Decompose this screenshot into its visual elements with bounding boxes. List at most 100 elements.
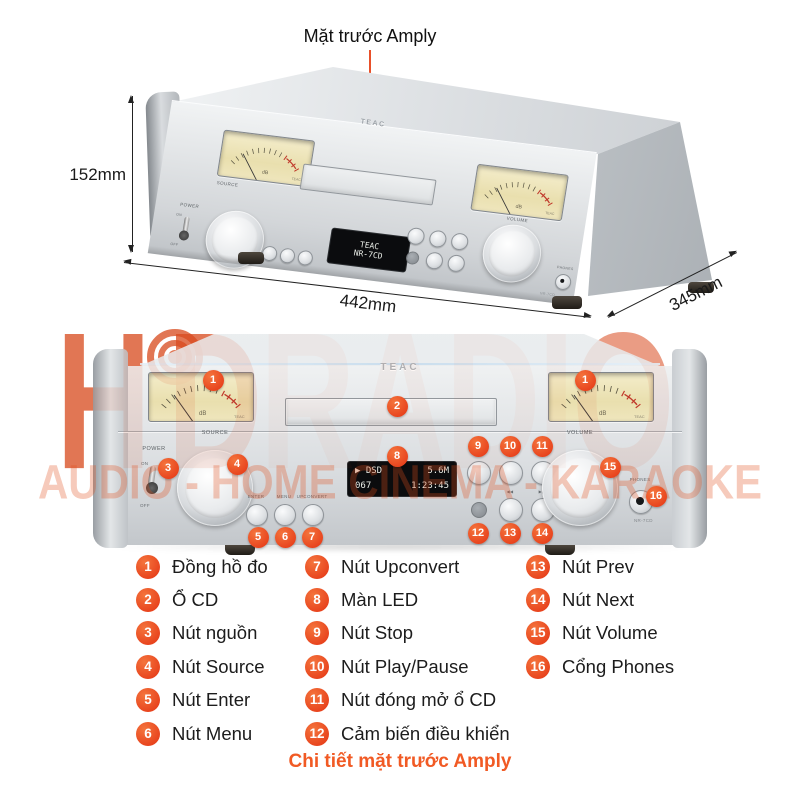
legend-number-badge: 7 [305, 554, 329, 579]
ir-sensor [405, 250, 421, 266]
legend-label: Nút Next [562, 589, 634, 611]
legend-number-badge: 3 [136, 621, 160, 646]
callout-badge: 4 [226, 453, 248, 475]
legend-number-badge: 12 [305, 721, 329, 746]
panel-seam [118, 431, 682, 432]
height-dimension-label: 152mm [69, 165, 126, 184]
legend-number-badge: 6 [136, 721, 160, 746]
phones-label: PHONES [556, 265, 574, 272]
legend-number-badge: 15 [526, 621, 550, 646]
callout-badge: 13 [499, 522, 521, 544]
legend-label: Nút Source [172, 655, 265, 677]
upconvert-label: UPCONVERT [296, 494, 328, 499]
legend-label: Cảm biến điều khiển [341, 722, 510, 744]
legend-label: Đồng hồ đo [172, 555, 268, 577]
legend-label: Nút Enter [172, 689, 251, 711]
vu-meter: dB TEAC [548, 372, 654, 422]
callout-badge: 2 [386, 395, 408, 417]
legend-label: Nút Menu [172, 722, 253, 744]
amp-shadow [100, 542, 700, 551]
legend-item: 1 Đồng hồ đo [136, 550, 268, 583]
power-off-label: OFF [170, 241, 179, 247]
legend-item: 6 Nút Menu [136, 717, 268, 750]
svg-text:TEAC: TEAC [634, 414, 645, 419]
prev-button [499, 498, 523, 522]
phones-label: PHONES [629, 477, 651, 482]
legend-label: Nút Play/Pause [341, 655, 469, 677]
led-display: ▶ DSD 5.6M 067 1:23:45 [347, 461, 457, 497]
legend-number-badge: 2 [136, 588, 160, 613]
stop-button [467, 461, 491, 485]
svg-text:TEAC: TEAC [545, 211, 555, 216]
height-dimension-arrow [128, 95, 135, 253]
callout-badge: 5 [247, 526, 269, 548]
headphone-jack-hole [636, 497, 644, 505]
legend-item: 15 Nút Volume [526, 617, 674, 650]
enter-button [246, 504, 268, 526]
svg-text:dB: dB [599, 411, 606, 417]
power-toggle-base [146, 482, 158, 494]
frontview-left-cheek [93, 349, 128, 548]
power-label: POWER [179, 201, 200, 210]
next-icon: ▶▶ [532, 489, 552, 494]
legend-number-badge: 4 [136, 654, 160, 679]
enter-label: ENTER [247, 494, 265, 499]
play-pause-button [428, 229, 448, 249]
callout-badge: 14 [531, 522, 553, 544]
legend-number-badge: 14 [526, 588, 550, 613]
display-track: 067 [355, 481, 372, 491]
legend-item: 12 Cảm biến điều khiển [305, 717, 510, 750]
legend-label: Màn LED [341, 589, 419, 611]
prev-button [424, 251, 445, 271]
next-button [446, 253, 467, 273]
legend-number-badge: 1 [136, 554, 160, 579]
legend-number-badge: 9 [305, 621, 329, 646]
legend-label: Nút đóng mở ổ CD [341, 689, 497, 711]
menu-label: MENU [276, 494, 292, 499]
cd-tray [299, 163, 437, 206]
callout-badge: 12 [467, 522, 489, 544]
legend-item: 14 Nút Next [526, 583, 674, 616]
callout-badge: 8 [386, 445, 408, 467]
legend-caption: Chi tiết mặt trước Amply [288, 751, 512, 772]
page-title: Mặt trước Amply [303, 26, 437, 46]
ir-sensor [471, 502, 487, 518]
frontview-brand: TEAC [380, 362, 420, 373]
eject-button [449, 232, 470, 252]
display-status: ▶ DSD [355, 466, 383, 476]
callout-badge: 6 [274, 526, 296, 548]
svg-text:dB: dB [515, 204, 523, 211]
legend-label: Nút Volume [562, 622, 658, 644]
legend-number-badge: 11 [305, 688, 329, 713]
power-off-label: OFF [140, 503, 150, 508]
callout-badge: 10 [499, 435, 521, 457]
power-label: POWER [142, 446, 166, 452]
svg-text:TEAC: TEAC [234, 414, 245, 419]
power-on-label: ON [175, 212, 183, 218]
display-row-2: 067 1:23:45 [355, 482, 449, 491]
callout-badge: 1 [202, 369, 224, 391]
legend-number-badge: 8 [305, 588, 329, 613]
upconvert-button [296, 249, 314, 267]
callout-badge: 15 [599, 456, 621, 478]
menu-button [274, 504, 296, 526]
volume-knob [478, 221, 546, 286]
callout-badge: 11 [531, 435, 553, 457]
frontview-top-highlight [140, 363, 660, 365]
play-pause-button [499, 461, 523, 485]
callout-badge: 7 [301, 526, 323, 548]
led-display: TEAC NR-7CD [326, 227, 412, 273]
legend-label: Cổng Phones [562, 655, 675, 677]
display-row-1: ▶ DSD 5.6M [355, 467, 449, 476]
